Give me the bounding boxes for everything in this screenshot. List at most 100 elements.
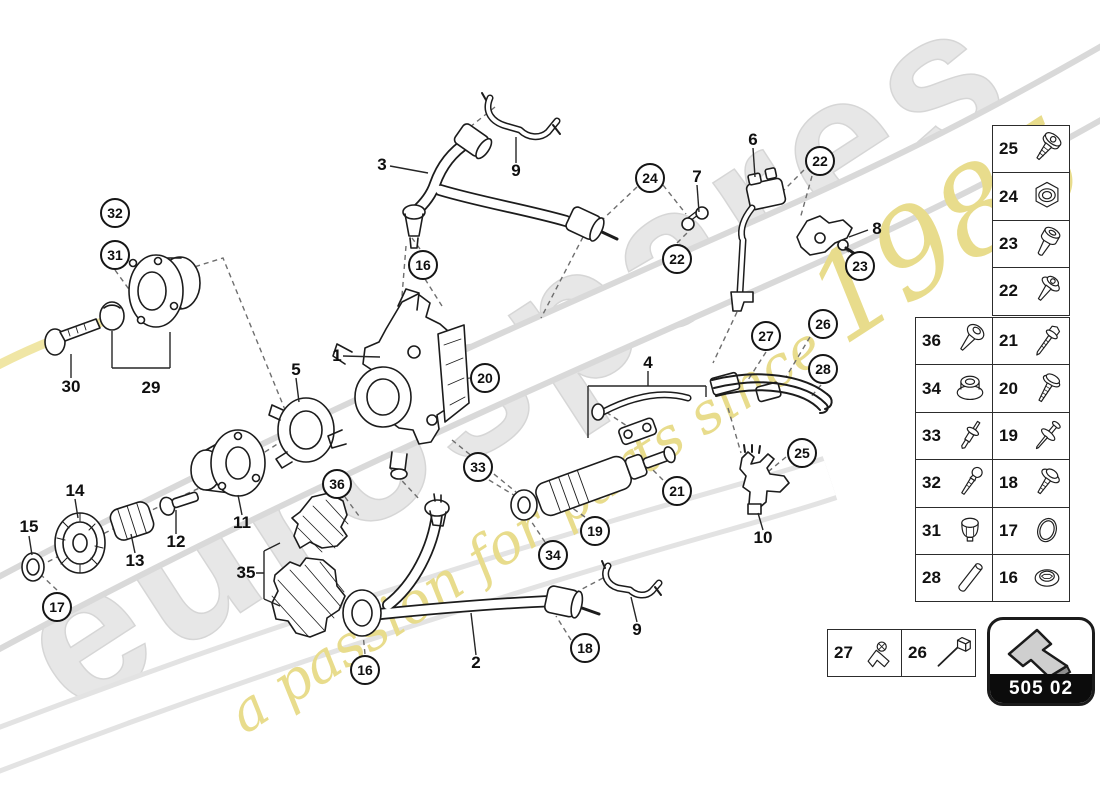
part-label-15[interactable]: 15 [19,517,39,536]
clip-screw-icon [859,633,899,673]
callout-circle-17[interactable]: 17 [42,592,72,622]
fastener-number: 21 [999,331,1018,351]
callout-circle-18[interactable]: 18 [570,633,600,663]
tone-wheel-part [54,512,106,574]
part-label-13[interactable]: 13 [125,551,145,570]
callout-circle-16[interactable]: 16 [350,655,380,685]
barrel-nut-icon [950,511,990,551]
fastener-cell-32[interactable]: 32 [916,460,993,507]
fastener-number: 31 [922,520,941,540]
fastener-number: 19 [999,425,1018,445]
part-label-2[interactable]: 2 [471,653,481,672]
fastener-cell-27[interactable]: 27 [828,630,902,677]
callout-circle-22[interactable]: 22 [662,244,692,274]
part-label-29[interactable]: 29 [141,378,161,397]
fastener-cell-28[interactable]: 28 [916,554,993,602]
part-label-8[interactable]: 8 [872,219,882,238]
sensor-link-part [681,206,709,231]
heat-shield-upper-part [291,492,349,553]
part-label-9[interactable]: 9 [632,620,642,639]
retaining-clip-top-part [481,92,561,137]
callout-circle-19[interactable]: 19 [580,516,610,546]
fastener-number: 24 [999,186,1018,206]
part-label-1[interactable]: 1 [332,346,342,365]
callout-circle-23[interactable]: 23 [845,251,875,281]
pin-icon [950,558,990,598]
fastener-cell-34[interactable]: 34 [916,365,993,412]
fastener-number: 36 [922,331,941,351]
part-label-12[interactable]: 12 [166,532,186,551]
part-label-11[interactable]: 11 [233,513,251,532]
fastener-number: 25 [999,139,1018,159]
fastener-number: 18 [999,473,1018,493]
fastener-number: 26 [908,643,927,663]
hex-nut-icon [1027,177,1067,217]
part-label-3[interactable]: 3 [377,155,387,174]
fastener-cell-17[interactable]: 17 [993,507,1069,554]
pipe-bracket-part [739,444,790,515]
bearing-part [268,397,335,469]
fastener-cell-22[interactable]: 22 [993,268,1069,315]
callout-circle-26[interactable]: 26 [808,309,838,339]
wheel-bearing-hub-part [190,429,266,497]
stud-bolt-long-icon [1027,416,1067,456]
fastener-cell-18[interactable]: 18 [993,460,1069,507]
fastener-cell-33[interactable]: 33 [916,412,993,460]
heat-shield-lower-part [271,557,346,638]
fastener-cell-25[interactable]: 25 [993,126,1069,173]
part-label-5[interactable]: 5 [291,360,301,379]
diagram-nav-badge[interactable]: 505 02 [987,617,1095,706]
callout-circle-16[interactable]: 16 [408,250,438,280]
callout-circle-22[interactable]: 22 [805,146,835,176]
callout-circle-27[interactable]: 27 [751,321,781,351]
fastener-cell-19[interactable]: 19 [993,412,1069,460]
arrow-up-left-icon [1007,628,1072,685]
fastener-number: 17 [999,520,1018,540]
part-label-6[interactable]: 6 [748,130,758,149]
fastener-cell-16[interactable]: 16 [993,554,1069,602]
fastener-cell-26[interactable]: 26 [902,630,975,677]
callout-circle-34[interactable]: 34 [538,540,568,570]
fastener-cell-21[interactable]: 21 [993,318,1069,365]
callout-circle-36[interactable]: 36 [322,469,352,499]
callout-circle-20[interactable]: 20 [470,363,500,393]
ride-height-sensor-part [730,167,787,312]
fastener-number: 27 [834,643,853,663]
part-label-30[interactable]: 30 [61,377,81,396]
cv-joint-part [109,501,155,541]
part-label-14[interactable]: 14 [65,481,85,500]
fastener-cell-20[interactable]: 20 [993,365,1069,412]
fastener-number: 20 [999,378,1018,398]
leader-lines [28,137,869,656]
fastener-cell-36[interactable]: 36 [916,318,993,365]
diagram-code: 505 02 [990,674,1092,703]
washer-screw-icon [1027,271,1067,311]
callout-circle-21[interactable]: 21 [662,476,692,506]
washer-bolt-icon [1027,463,1067,503]
part-label-35[interactable]: 35 [236,563,256,582]
part-label-7[interactable]: 7 [692,167,702,186]
pan-head-screw-icon [1027,129,1067,169]
shaft-seal-part [21,552,45,582]
sensor-bracket-part [796,215,860,258]
stub-bolt-part [159,491,199,516]
callout-circle-33[interactable]: 33 [463,452,493,482]
fastener-cell-23[interactable]: 23 [993,220,1069,268]
part-label-4[interactable]: 4 [643,353,653,372]
callout-circle-24[interactable]: 24 [635,163,665,193]
fastener-cell-24[interactable]: 24 [993,173,1069,220]
fastener-cell-31[interactable]: 31 [916,507,993,554]
part-label-10[interactable]: 10 [753,528,773,547]
callout-circle-25[interactable]: 25 [787,438,817,468]
callout-circle-31[interactable]: 31 [100,240,130,270]
rivet-rod-icon [933,633,973,673]
callout-circle-32[interactable]: 32 [100,198,130,228]
part-label-9[interactable]: 9 [511,161,521,180]
round-head-screw-icon [950,321,990,361]
callout-circle-28[interactable]: 28 [808,354,838,384]
wheel-carrier-part [327,288,470,480]
